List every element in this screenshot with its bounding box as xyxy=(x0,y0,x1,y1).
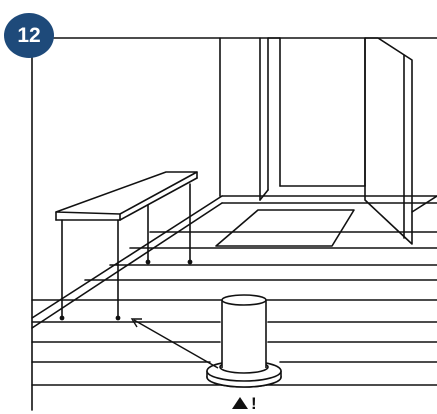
column xyxy=(206,294,282,388)
warning-exclamation: ! xyxy=(251,393,257,413)
bench-feet xyxy=(59,259,193,321)
direction-arrow xyxy=(130,318,219,369)
step-number: 12 xyxy=(17,23,41,47)
warning-triangle-icon xyxy=(232,397,248,409)
open-door xyxy=(364,37,437,245)
bench xyxy=(55,171,198,319)
warning-note: ! xyxy=(231,393,257,413)
doorway xyxy=(219,37,366,201)
door-mat xyxy=(215,209,355,247)
step-number-badge: 12 xyxy=(4,13,54,58)
